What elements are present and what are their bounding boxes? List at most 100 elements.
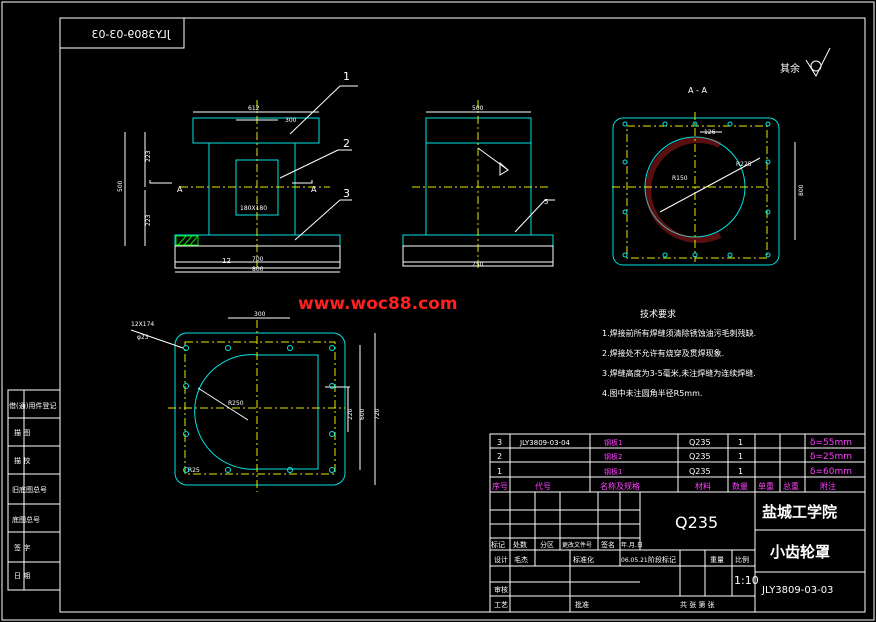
tech-note-3: 3.焊缝高度为3-5毫米,未注焊缝为连续焊缝. xyxy=(602,368,756,378)
tb-label-review: 审核 xyxy=(494,585,508,594)
tb-label-craft: 工艺 xyxy=(494,601,508,609)
tech-notes: 技术要求 1.焊接前所有焊缝须清除锈蚀油污毛刺残缺. 2.焊接处不允许有烧穿及贯… xyxy=(602,308,756,398)
aa-dim-126: 126 xyxy=(704,129,716,136)
section-aa-view: A - A 126 R150 R225 800 xyxy=(612,86,805,266)
tb-scale: 1:10 xyxy=(734,574,759,587)
strip-row-4: 旧底图总号 xyxy=(12,485,47,494)
part-label-1: 1 xyxy=(343,70,350,83)
tech-note-4: 4.图中未注圆角半径R5mm. xyxy=(602,388,702,398)
left-strip: 借(通)用件登记 描 图 描 校 旧底图总号 底图总号 签 字 日 期 xyxy=(7,389,61,591)
side-view: 500 750 5 xyxy=(402,100,555,268)
aa-dim-r150: R150 xyxy=(672,175,688,182)
front-dim-223a: 223 xyxy=(145,150,152,162)
tb-label-std: 标准化 xyxy=(573,555,594,564)
side-weld-size: 5 xyxy=(544,198,548,206)
tb-label-date: 年.月.日 xyxy=(621,541,643,549)
front-view: 612 300 500 223 223 180X180 12 700 800 A… xyxy=(117,70,358,273)
tb-school: 盐城工学院 xyxy=(762,503,837,521)
tb-label-mark: 标记 xyxy=(491,540,505,549)
bom-r3-mat: Q235 xyxy=(689,467,711,476)
tech-notes-title: 技术要求 xyxy=(640,308,676,320)
bom-r1-note: δ=55mm xyxy=(810,438,852,448)
aa-dim-800: 800 xyxy=(798,184,805,196)
bom-r2-name: 钢板2 xyxy=(604,452,622,461)
tb-sheets: 共 张 第 张 xyxy=(680,600,715,609)
front-dim-800: 800 xyxy=(252,266,264,273)
section-aa-label: A - A xyxy=(688,86,707,95)
section-mark-left: A xyxy=(177,185,183,194)
front-dim-300: 300 xyxy=(285,117,297,124)
front-dim-612: 612 xyxy=(248,105,260,112)
strip-row-5: 底图总号 xyxy=(12,515,40,524)
tb-label-count: 处数 xyxy=(513,540,527,549)
side-dim-top: 500 xyxy=(472,105,484,112)
strip-row-2: 描 图 xyxy=(14,428,30,437)
bom-h-qty: 数量 xyxy=(732,481,748,491)
front-dim-223b: 223 xyxy=(145,214,152,226)
front-dim-500: 500 xyxy=(117,180,124,192)
bom-h-name: 名称及规格 xyxy=(600,481,640,491)
part-label-3: 3 xyxy=(343,187,350,200)
code-box: JLY3809-03-03 xyxy=(59,17,185,49)
tb-label-weight: 重量 xyxy=(710,556,724,564)
tb-date: 06.05.21 xyxy=(621,557,648,564)
title-block: Q235 盐城工学院 小齿轮罩 JLY3809-03-03 标记 处数 分区 更… xyxy=(489,491,866,613)
tb-label-design: 设计 xyxy=(494,555,508,564)
tb-label-stage: 阶段标记 xyxy=(648,555,676,564)
bom-r3-note: δ=60mm xyxy=(810,467,852,477)
bom-r1-mat: Q235 xyxy=(689,438,711,447)
bom-r1-qty: 1 xyxy=(738,438,743,447)
bom-r1-name: 钢板1 xyxy=(604,438,622,447)
strip-row-1: 借(通)用件登记 xyxy=(9,401,56,410)
tb-label-approve: 批准 xyxy=(575,600,589,609)
code-box-text: JLY3809-03-03 xyxy=(91,28,171,41)
plan-dim-r25: R25 xyxy=(188,467,200,474)
tech-note-2: 2.焊接处不允许有烧穿及贯焊现象. xyxy=(602,348,724,358)
bom-h-no: 序号 xyxy=(492,481,508,491)
bom-r2-no: 2 xyxy=(497,452,502,461)
tb-part-name: 小齿轮罩 xyxy=(770,543,830,561)
watermark: www.woc88.com xyxy=(298,294,458,314)
bom-r3-qty: 1 xyxy=(738,467,743,476)
bom-h-unitw: 单重 xyxy=(758,481,774,491)
side-dim-bottom: 750 xyxy=(472,261,484,268)
inner-border xyxy=(59,17,866,613)
tech-note-1: 1.焊接前所有焊缝须清除锈蚀油污毛刺残缺. xyxy=(602,328,756,338)
bom-h-code: 代号 xyxy=(535,481,551,491)
plan-hole-dia: φ23 xyxy=(137,334,149,341)
tb-label-doc: 更改文件号 xyxy=(562,541,592,549)
section-mark-right: A xyxy=(311,185,317,194)
bom-r3-name: 钢板1 xyxy=(604,467,622,476)
bom-h-note: 附注 xyxy=(820,481,836,491)
plan-hole-count: 12X174 xyxy=(131,321,154,328)
aa-dim-r225: R225 xyxy=(736,161,752,168)
bom-h-totw: 总重 xyxy=(783,481,799,491)
front-dim-700: 700 xyxy=(252,256,264,263)
tb-label-sign: 签名 xyxy=(601,540,615,549)
plan-dim-720: 720 xyxy=(374,408,381,420)
tb-label-ratio: 比例 xyxy=(735,555,749,564)
roughness-label: 其余 xyxy=(780,62,800,75)
bom-r2-mat: Q235 xyxy=(689,452,711,461)
part-label-2: 2 xyxy=(343,137,350,150)
tb-drawing-no: JLY3809-03-03 xyxy=(761,585,833,596)
strip-row-3: 描 校 xyxy=(14,456,30,465)
bom-r1-code: JLY3809-03-04 xyxy=(519,439,571,447)
bom-h-mat: 材料 xyxy=(695,481,711,491)
plan-dim-300: 300 xyxy=(254,311,266,318)
plan-dim-600: 600 xyxy=(359,408,366,420)
front-center-dim: 180X180 xyxy=(240,205,267,212)
tb-designer: 毛杰 xyxy=(514,555,528,564)
bom-r3-no: 1 xyxy=(497,467,502,476)
front-dim-12: 12 xyxy=(222,257,231,265)
strip-row-7: 日 期 xyxy=(14,572,30,580)
bom-r2-qty: 1 xyxy=(738,452,743,461)
tb-material: Q235 xyxy=(675,513,718,532)
roughness-symbol: 其余 xyxy=(780,47,831,78)
bom-r1-no: 3 xyxy=(497,438,502,447)
tb-label-zone: 分区 xyxy=(540,540,554,549)
bom-r2-note: δ=25mm xyxy=(810,452,852,462)
bom-table: 3 JLY3809-03-04 钢板1 Q235 1 δ=55mm 2 钢板2 … xyxy=(489,433,866,493)
